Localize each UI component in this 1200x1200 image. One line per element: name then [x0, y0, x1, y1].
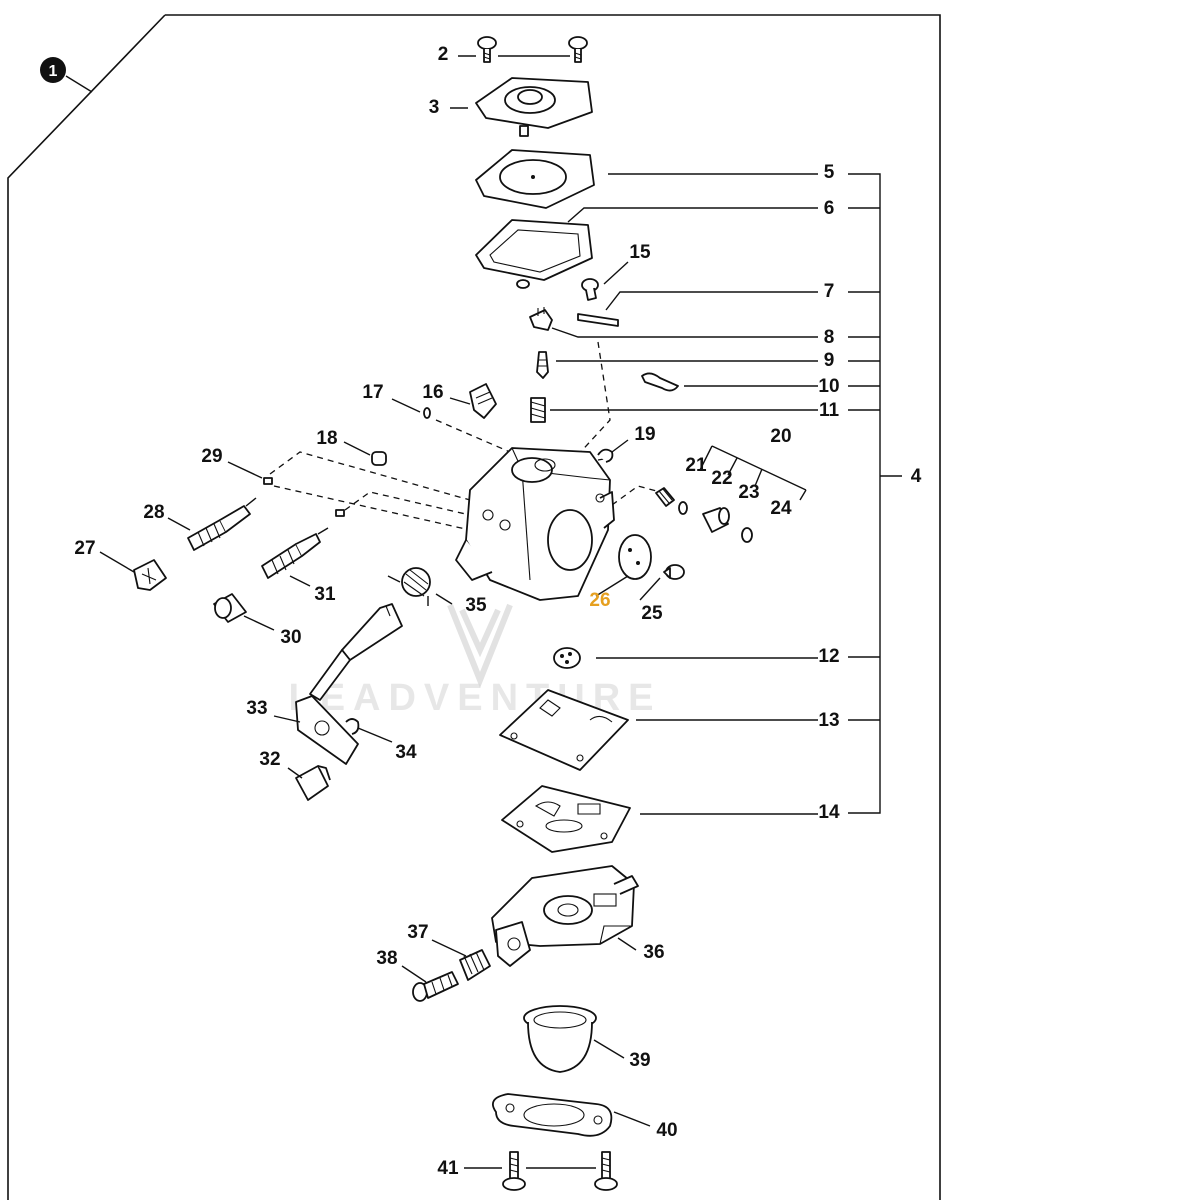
label-20[interactable]: 20: [770, 426, 791, 447]
limiter-cap-part-27[interactable]: [133, 559, 167, 591]
label-15[interactable]: 15: [629, 242, 651, 263]
plate-part-14[interactable]: [501, 785, 631, 853]
label-10[interactable]: 10: [818, 376, 839, 397]
assembly-badge[interactable]: 1: [40, 57, 93, 93]
label-32[interactable]: 32: [259, 749, 280, 770]
label-36[interactable]: 36: [643, 942, 664, 963]
oring-part-22[interactable]: [678, 501, 688, 515]
pin-part-7[interactable]: [577, 313, 619, 327]
adjust-screw-part-28[interactable]: [187, 497, 257, 551]
label-25[interactable]: 25: [641, 603, 663, 624]
label-13[interactable]: 13: [818, 710, 839, 731]
label-35[interactable]: 35: [465, 595, 487, 616]
ring-part-24[interactable]: [741, 527, 753, 543]
label-27[interactable]: 27: [74, 538, 95, 559]
carburetor-body: [455, 447, 615, 601]
label-18[interactable]: 18: [316, 428, 337, 449]
label-16[interactable]: 16: [422, 382, 443, 403]
label-6[interactable]: 6: [824, 198, 835, 219]
oring-part-17[interactable]: [423, 407, 431, 419]
spring-part-21[interactable]: [655, 487, 675, 507]
label-31[interactable]: 31: [314, 584, 336, 605]
label-26[interactable]: 26: [589, 590, 610, 611]
fitting-part-16[interactable]: [469, 383, 497, 419]
label-24[interactable]: 24: [770, 498, 792, 519]
filter-part-12[interactable]: [553, 647, 581, 669]
alignment-lines: [269, 341, 661, 531]
screw-part-15[interactable]: [581, 278, 599, 301]
spring-part-11[interactable]: [530, 397, 546, 423]
label-17[interactable]: 17: [362, 382, 383, 403]
adjust-screw-part-31[interactable]: [261, 527, 329, 579]
spring-part-37[interactable]: [459, 949, 491, 981]
label-29[interactable]: 29: [201, 446, 222, 467]
pump-body-part-36[interactable]: [491, 865, 639, 967]
label-22[interactable]: 22: [711, 468, 732, 489]
label-39[interactable]: 39: [629, 1050, 650, 1071]
label-21[interactable]: 21: [685, 455, 707, 476]
label-8[interactable]: 8: [824, 327, 835, 348]
label-5[interactable]: 5: [824, 162, 835, 183]
label-34[interactable]: 34: [395, 742, 417, 763]
spring-part-29[interactable]: [263, 477, 345, 517]
throttle-shaft-part-33[interactable]: [295, 603, 403, 765]
plate-part-26[interactable]: [618, 534, 652, 580]
label-14[interactable]: 14: [818, 802, 840, 823]
bracket-part-20: [699, 445, 807, 501]
label-23[interactable]: 23: [738, 482, 759, 503]
svg-text:1: 1: [49, 63, 58, 80]
flange-part-40[interactable]: [492, 1093, 613, 1137]
label-30[interactable]: 30: [280, 627, 301, 648]
label-9[interactable]: 9: [824, 350, 835, 371]
torsion-spring-part-35[interactable]: [387, 567, 431, 606]
clip-part-34[interactable]: [345, 718, 360, 735]
screw-part-25[interactable]: [663, 564, 685, 580]
piston-part-23[interactable]: [702, 507, 730, 533]
leader-lines: [99, 55, 818, 1169]
diaphragm-part-5[interactable]: [475, 149, 595, 209]
label-11[interactable]: 11: [819, 400, 840, 421]
label-40[interactable]: 40: [656, 1120, 677, 1141]
label-7[interactable]: 7: [824, 281, 835, 302]
screw-part-38[interactable]: [412, 971, 459, 1002]
label-41[interactable]: 41: [437, 1158, 459, 1179]
label-4[interactable]: 4: [911, 466, 922, 487]
limiter-cap-part-30[interactable]: [213, 593, 247, 623]
screw-part-2[interactable]: [477, 36, 588, 63]
part-labels: 2 3 5 6 15 7 8 9 10 11 4 17 16 18 19 20 …: [74, 44, 921, 1179]
label-3[interactable]: 3: [429, 97, 440, 118]
plug-part-18[interactable]: [371, 451, 387, 466]
label-37[interactable]: 37: [407, 922, 428, 943]
primer-bulb-part-39[interactable]: [523, 1005, 597, 1073]
knob-part-32[interactable]: [295, 765, 331, 801]
label-33[interactable]: 33: [246, 698, 267, 719]
clip-part-10[interactable]: [641, 372, 679, 392]
lever-part-8[interactable]: [529, 307, 553, 331]
label-19[interactable]: 19: [634, 424, 655, 445]
label-2[interactable]: 2: [438, 44, 449, 65]
kit-bracket: [848, 173, 902, 814]
gasket-part-6[interactable]: [475, 219, 593, 289]
assembly-frame: [7, 14, 941, 1200]
needle-part-9[interactable]: [536, 351, 549, 379]
screw-part-41[interactable]: [502, 1151, 618, 1191]
pump-cover-part-3[interactable]: [475, 77, 593, 137]
label-38[interactable]: 38: [376, 948, 397, 969]
label-12[interactable]: 12: [818, 646, 839, 667]
label-28[interactable]: 28: [143, 502, 164, 523]
gasket-part-13[interactable]: [499, 689, 629, 771]
